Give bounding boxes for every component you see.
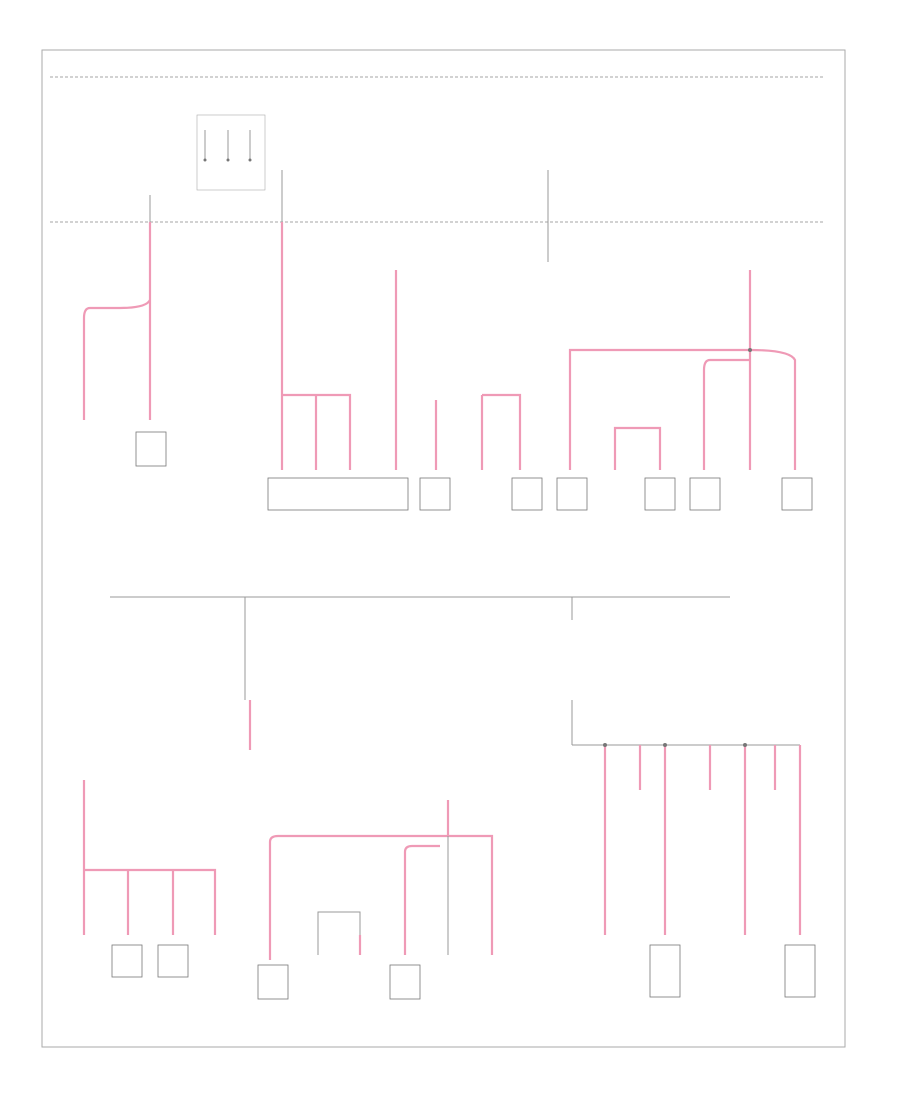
bottom-left-group (82, 780, 217, 978)
diagram-frame (41, 49, 846, 1048)
bottom-fuse-left (244, 597, 252, 750)
power-relay (196, 114, 266, 191)
sensor-group-a (419, 393, 543, 511)
bottom-right-group (571, 700, 816, 998)
ecm-group (267, 222, 409, 511)
sensor-group-b (547, 222, 813, 511)
bottom-center-group (257, 800, 494, 1000)
top-left-wiring (82, 222, 167, 467)
